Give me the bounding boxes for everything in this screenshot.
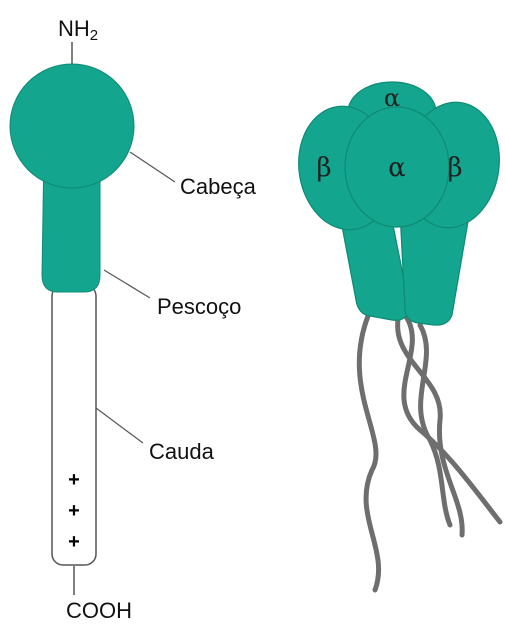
tail-label: Cauda (149, 439, 215, 464)
neck-label: Pescoço (157, 294, 241, 319)
neck-leader-line (104, 270, 150, 298)
n-terminus-label: NH2 (58, 16, 98, 44)
beta-right-label: β (447, 153, 462, 183)
alpha-top-label: α (384, 84, 400, 112)
head-leader-line (130, 152, 175, 182)
beta-left-label: β (316, 153, 331, 183)
alpha-center-label: α (388, 153, 406, 183)
tail-strand (398, 310, 463, 535)
single-molecule: NH2 + + + COOH Cabeça Pescoço Cauda (10, 16, 257, 623)
tail-rod (52, 285, 96, 565)
charge-plus: + (68, 531, 80, 553)
head-globe (10, 64, 134, 188)
charge-plus: + (68, 469, 80, 491)
c-terminus-label: COOH (66, 598, 132, 623)
tail-strand (359, 316, 378, 590)
tail-strand (420, 325, 450, 525)
head-label: Cabeça (180, 174, 257, 199)
assembled-complex: α α β β (291, 82, 505, 590)
charge-plus: + (68, 500, 80, 522)
tail-leader-line (96, 408, 143, 443)
complex-neck (400, 210, 470, 325)
